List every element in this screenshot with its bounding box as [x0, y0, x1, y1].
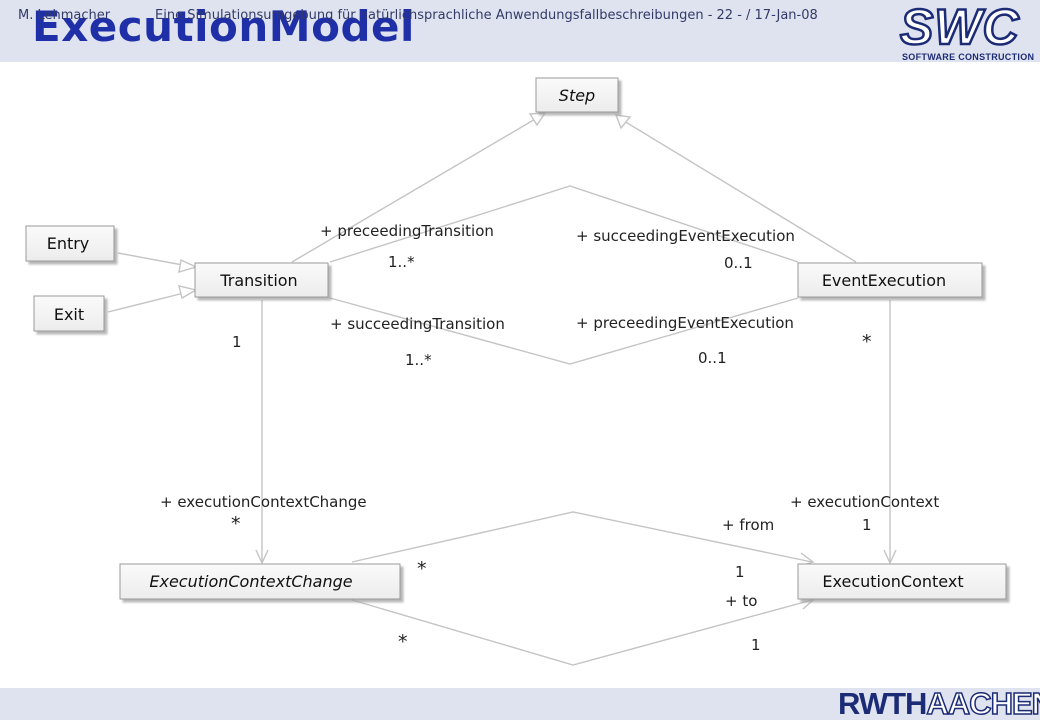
mult-preceeding-event-execution: 0..1 — [698, 349, 727, 367]
exit-arrowhead — [178, 285, 198, 300]
role-execution-context: + executionContext — [790, 493, 939, 511]
uml-class-diagram: Step Entry Exit Transition EventExecutio… — [25, 77, 1007, 666]
swc-logo: SWC SOFTWARE CONSTRUCTION — [898, 0, 1038, 64]
generalization-arrowhead-right — [614, 114, 632, 130]
generalization-arrowhead-left — [528, 112, 547, 127]
class-execution-context-change: ExecutionContextChange — [119, 563, 401, 600]
mult-succeeding-transition: 1..* — [405, 351, 432, 369]
mult-from-one: 1 — [735, 563, 745, 581]
entry-arrowhead — [178, 258, 198, 273]
from-association — [351, 511, 813, 563]
rwth-logo-part1: RWTH — [838, 686, 927, 721]
class-execution-context: ExecutionContext — [797, 563, 1007, 600]
swc-logo-text: SWC — [899, 0, 1020, 55]
role-preceeding-event-execution: + preceedingEventExecution — [576, 314, 794, 332]
class-step: Step — [535, 77, 619, 113]
class-transition-label: Transition — [219, 271, 297, 290]
slide-title: ExecutionModel — [32, 2, 415, 51]
succeeding-association — [329, 297, 799, 365]
rwth-logo-part2: AACHEN — [926, 686, 1040, 721]
executioncontext-arrowhead — [883, 549, 897, 565]
association-labels: + preceedingTransition 1..* + succeeding… — [160, 222, 939, 654]
to-association — [351, 599, 813, 666]
footer-text: Eine Simulationsumgebung für natürlichsp… — [155, 8, 818, 23]
mult-to-one: 1 — [751, 636, 761, 654]
role-to: + to — [725, 592, 757, 610]
swc-logo-subtext: SOFTWARE CONSTRUCTION — [902, 52, 1035, 62]
class-entry: Entry — [25, 225, 115, 262]
role-from: + from — [722, 516, 774, 534]
mult-preceeding-transition: 1..* — [388, 253, 415, 271]
footer-band — [0, 688, 1040, 720]
class-event-execution-label: EventExecution — [822, 271, 946, 290]
class-step-label: Step — [559, 86, 595, 105]
transition-step-generalization — [291, 117, 538, 263]
mult-from-star: * — [417, 558, 427, 580]
mult-to-star: * — [398, 631, 408, 653]
connectors — [107, 112, 897, 666]
exit-transition-generalization — [107, 291, 189, 313]
executioncontextchange-arrowhead — [255, 549, 269, 565]
preceeding-association — [329, 185, 799, 263]
class-transition: Transition — [194, 262, 329, 298]
role-succeeding-event-execution: + succeedingEventExecution — [576, 227, 795, 245]
header-band — [0, 0, 1040, 62]
class-exit: Exit — [33, 295, 105, 332]
class-event-execution: EventExecution — [797, 262, 983, 298]
class-entry-label: Entry — [47, 234, 90, 253]
mult-succeeding-event-execution: 0..1 — [724, 254, 753, 272]
role-succeeding-transition: + succeedingTransition — [330, 315, 505, 333]
class-execution-context-label: ExecutionContext — [822, 572, 963, 591]
entry-transition-generalization — [117, 252, 189, 267]
role-preceeding-transition: + preceedingTransition — [320, 222, 494, 240]
mult-execution-context-one: 1 — [862, 516, 872, 534]
class-execution-context-change-label: ExecutionContextChange — [149, 572, 352, 591]
mult-execution-context-change-star: * — [231, 513, 241, 535]
eventexecution-step-generalization — [623, 120, 857, 263]
class-exit-label: Exit — [54, 305, 84, 324]
mult-event-execution-star: * — [862, 331, 872, 353]
role-execution-context-change: + executionContextChange — [160, 493, 367, 511]
footer-author: M. Lehmacher — [18, 8, 111, 23]
mult-transition-one: 1 — [232, 333, 242, 351]
rwth-logo: RWTHAACHEN — [838, 686, 1040, 721]
